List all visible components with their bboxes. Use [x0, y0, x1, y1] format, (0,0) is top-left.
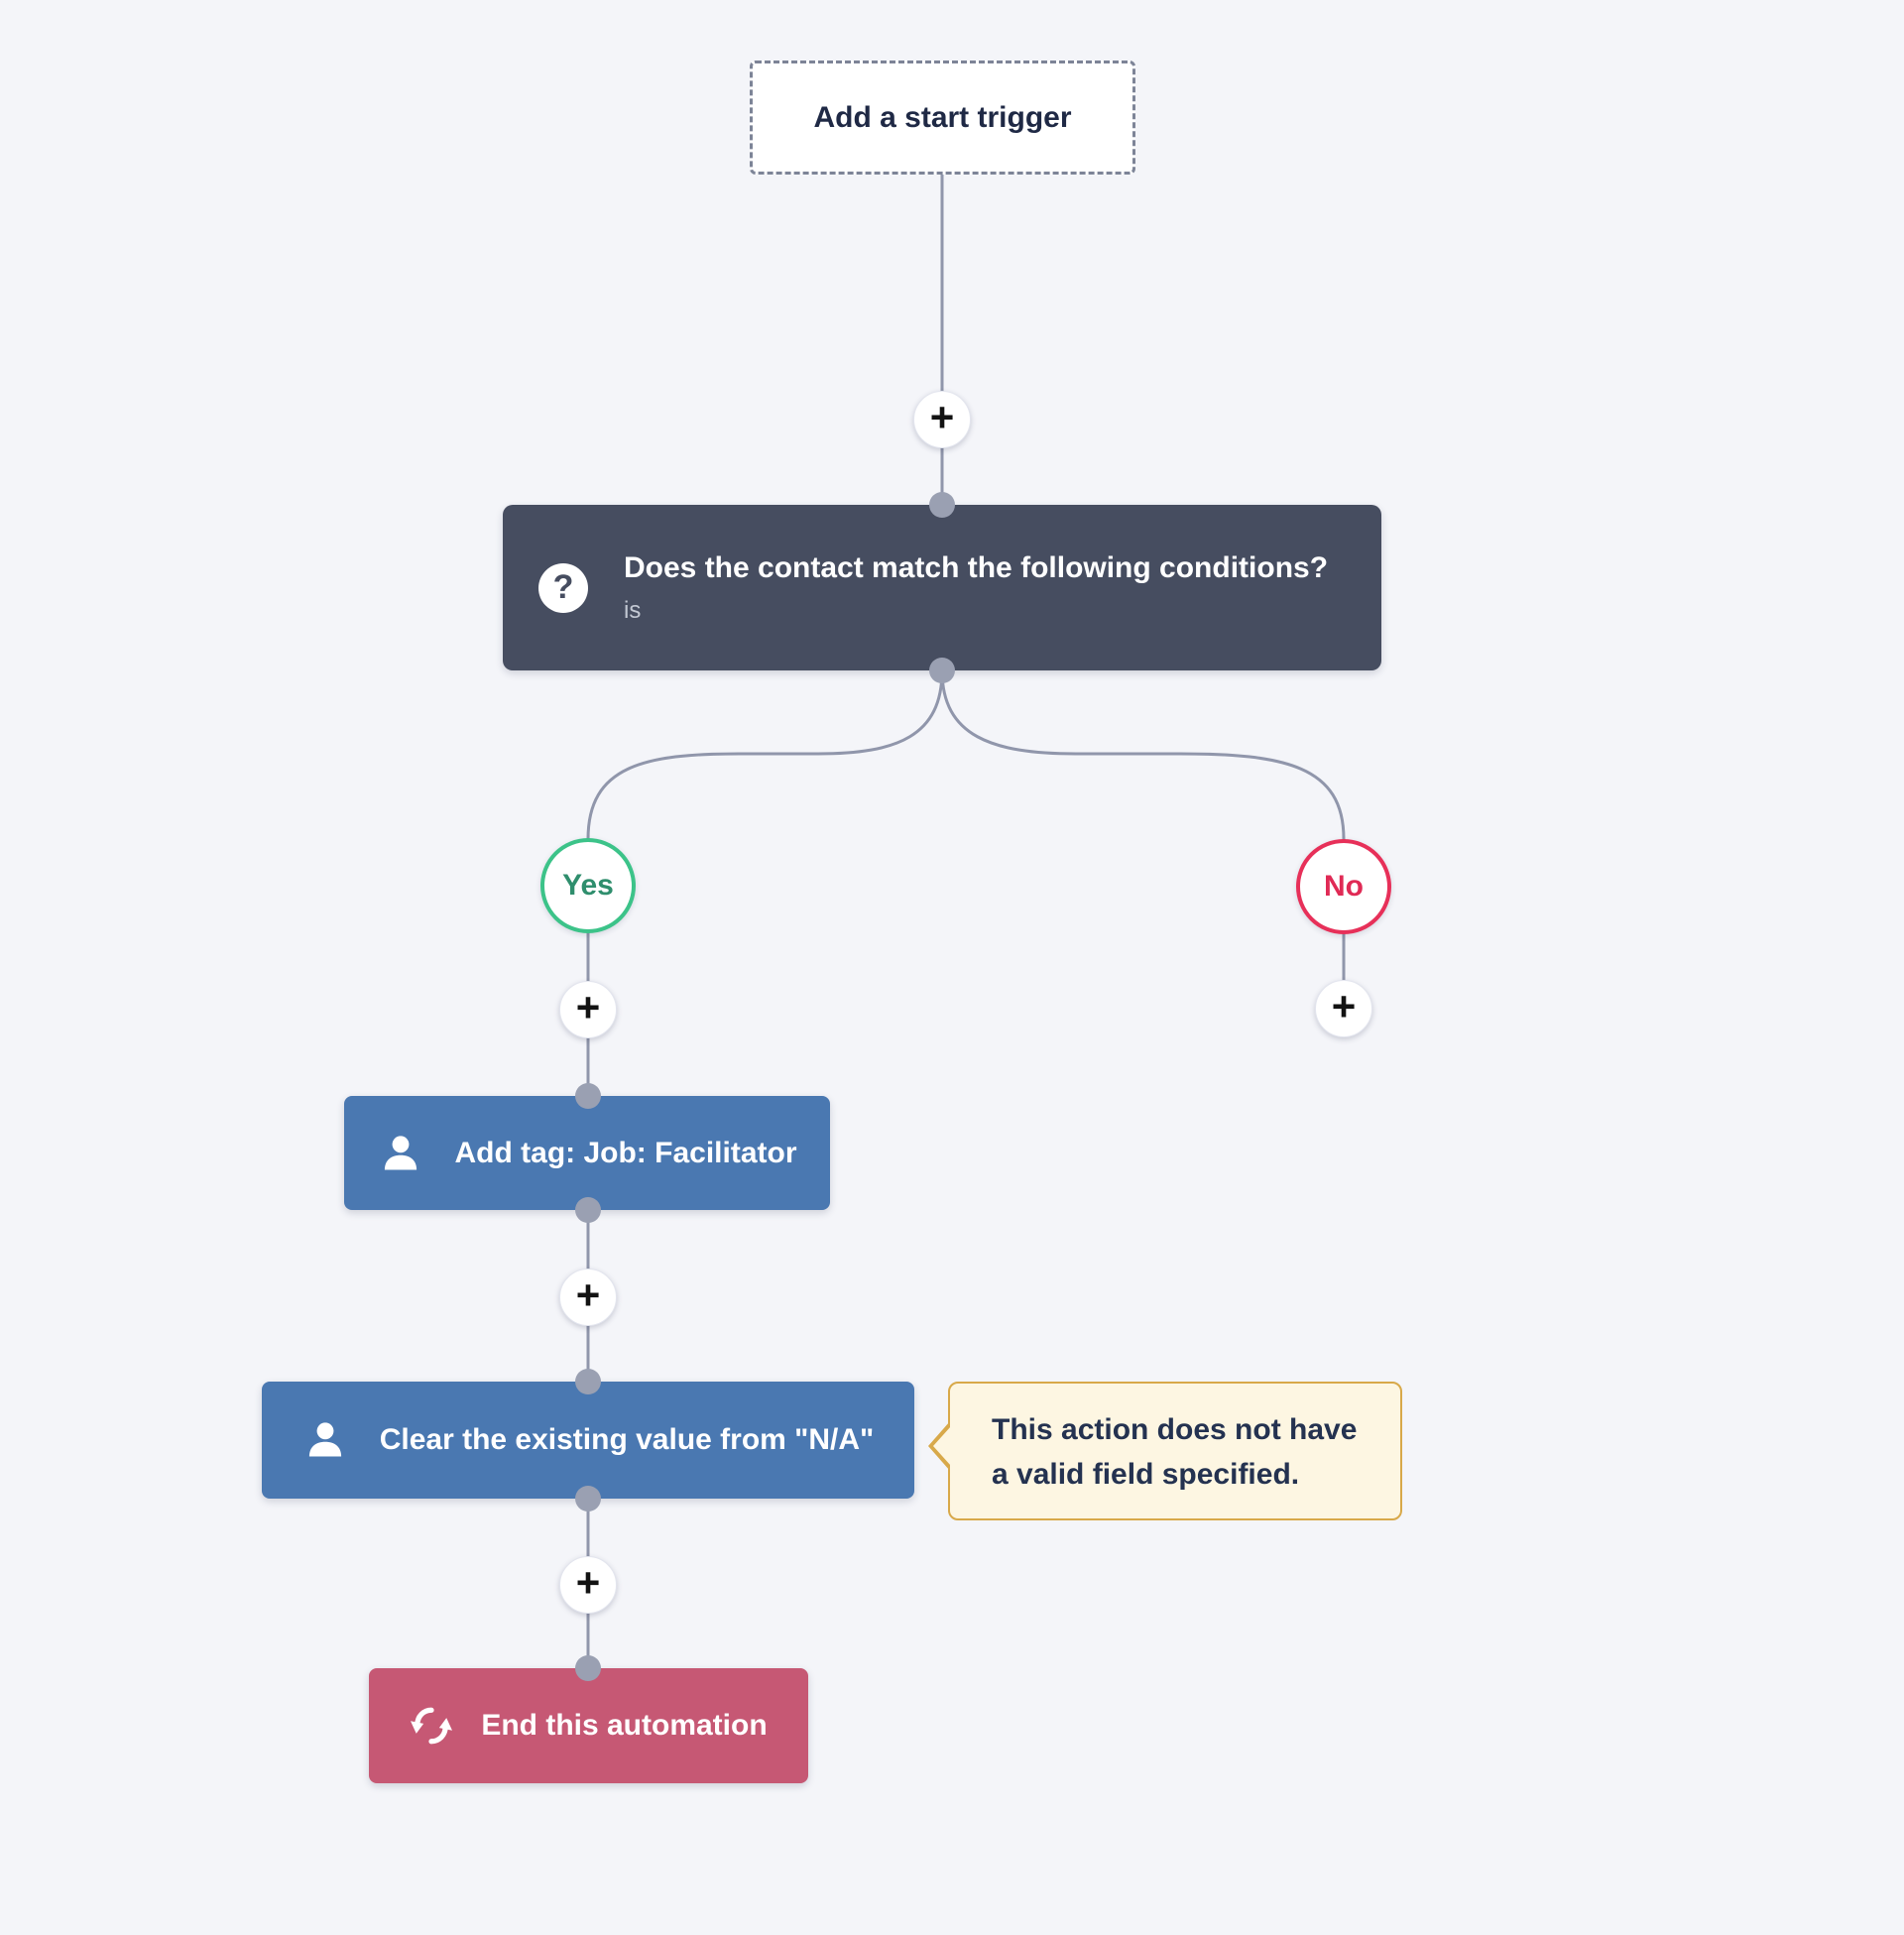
- action-node-add-tag[interactable]: Add tag: Job: Facilitator: [344, 1096, 830, 1210]
- action-label: Clear the existing value from "N/A": [379, 1423, 875, 1456]
- start-trigger-node[interactable]: Add a start trigger: [750, 60, 1135, 175]
- connection-dot: [575, 1486, 601, 1512]
- warning-text-line1: This action does not have: [992, 1413, 1358, 1446]
- sync-arrows-icon: [410, 1705, 453, 1747]
- no-badge: No: [1296, 839, 1391, 934]
- add-node-button-after-add-tag[interactable]: +: [559, 1269, 617, 1326]
- person-icon: [378, 1131, 423, 1176]
- plus-icon: +: [929, 394, 955, 440]
- yes-label: Yes: [562, 869, 614, 902]
- connection-dot: [929, 658, 955, 683]
- add-node-button-no[interactable]: +: [1315, 980, 1372, 1037]
- yes-badge: Yes: [540, 838, 636, 933]
- condition-node[interactable]: ? Does the contact match the following c…: [503, 505, 1381, 670]
- plus-icon: +: [575, 1559, 601, 1606]
- warning-text-line2: a valid field specified.: [992, 1458, 1300, 1491]
- add-node-button-yes[interactable]: +: [559, 981, 617, 1038]
- connection-dot: [575, 1369, 601, 1394]
- condition-title: Does the contact match the following con…: [624, 550, 1329, 584]
- start-trigger-label: Add a start trigger: [813, 100, 1072, 134]
- add-node-button-before-end[interactable]: +: [559, 1556, 617, 1614]
- end-automation-node[interactable]: End this automation: [369, 1668, 808, 1783]
- plus-icon: +: [575, 984, 601, 1030]
- connection-dot: [929, 492, 955, 518]
- connector-condition-to-yes: [586, 668, 944, 841]
- action-node-clear-value[interactable]: Clear the existing value from "N/A": [262, 1382, 914, 1499]
- person-icon: [302, 1417, 348, 1463]
- plus-icon: +: [575, 1271, 601, 1318]
- connector-condition-to-no: [940, 668, 1346, 841]
- connection-dot: [575, 1083, 601, 1109]
- action-label: Add tag: Job: Facilitator: [454, 1136, 797, 1169]
- plus-icon: +: [1331, 983, 1357, 1029]
- add-node-button-top[interactable]: +: [913, 391, 971, 448]
- no-label: No: [1324, 870, 1364, 903]
- warning-tooltip: This action does not have a valid field …: [928, 1382, 1402, 1520]
- end-label: End this automation: [481, 1709, 768, 1742]
- question-icon: ?: [538, 562, 588, 613]
- connection-dot: [575, 1197, 601, 1223]
- connection-dot: [575, 1655, 601, 1681]
- condition-subtitle: is: [624, 596, 642, 624]
